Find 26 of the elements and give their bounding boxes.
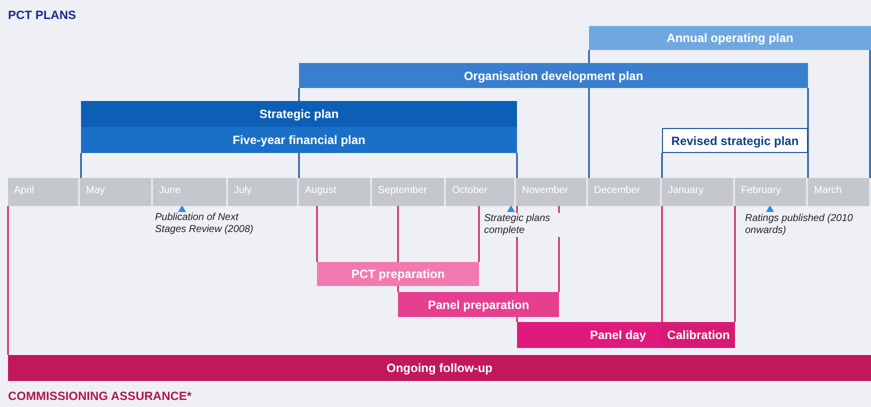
- month-label: February: [735, 178, 808, 206]
- section-heading: PCT PLANS: [8, 8, 76, 22]
- plan-bar: Annual operating plan: [589, 26, 871, 50]
- annotation-text: Ratings published (2010 onwards): [745, 213, 855, 237]
- activity-bar: Panel day: [517, 322, 662, 348]
- month-label: November: [516, 178, 588, 206]
- month-label: August: [299, 178, 372, 206]
- activity-bar: Calibration: [662, 322, 735, 348]
- plan-bar: Revised strategic plan: [662, 128, 808, 153]
- month-label: September: [372, 178, 446, 206]
- month-label: July: [228, 178, 299, 206]
- month-label: January: [662, 178, 735, 206]
- month-label: June: [153, 178, 228, 206]
- plan-bar: Organisation development plan: [299, 63, 808, 88]
- plan-bar: [81, 101, 517, 153]
- bar-label: Strategic plan: [81, 101, 517, 127]
- month-label: April: [8, 178, 80, 206]
- month-label: March: [808, 178, 871, 206]
- activity-bar: Panel preparation: [398, 292, 559, 317]
- bar-label: Five-year financial plan: [81, 127, 517, 153]
- month-label: May: [80, 178, 153, 206]
- activity-bar: Ongoing follow-up: [8, 355, 871, 381]
- month-label: December: [588, 178, 662, 206]
- section-heading: COMMISSIONING ASSURANCE*: [8, 389, 192, 403]
- activity-bar: PCT preparation: [317, 262, 479, 286]
- month-label: October: [446, 178, 516, 206]
